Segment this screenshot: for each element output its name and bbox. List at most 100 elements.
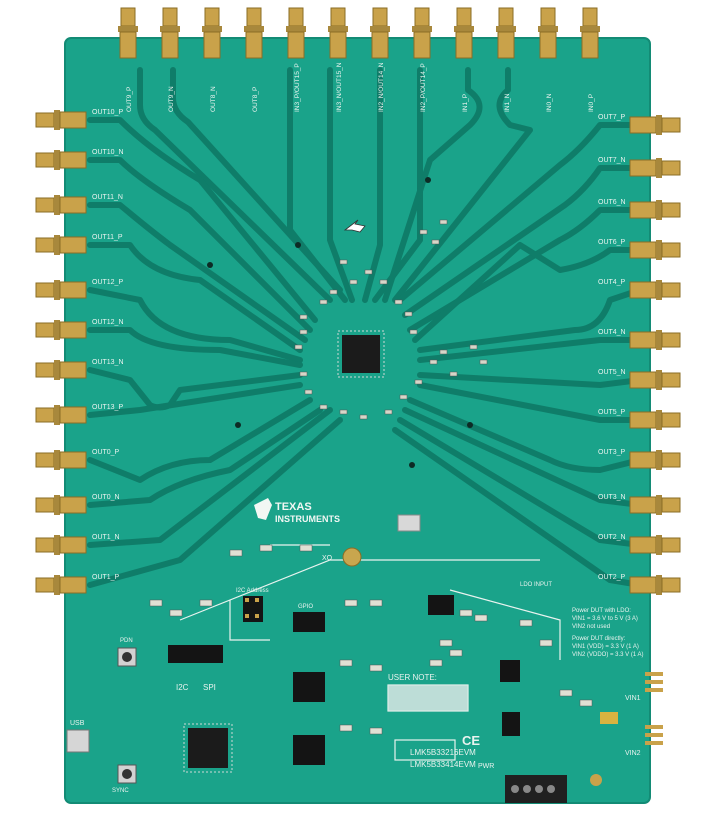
sma-connector-right — [629, 535, 681, 555]
svg-text:VIN2 (VDDO) = 3.3 V (1 A): VIN2 (VDDO) = 3.3 V (1 A) — [572, 652, 644, 658]
sma-connector-top — [580, 7, 600, 59]
right-connector-label: OUT5_N — [598, 369, 626, 376]
right-connector-label: OUT7_P — [598, 114, 626, 121]
sma-connector-top — [370, 7, 390, 59]
top-connector-label: IN3_P/OUT15_P — [294, 63, 301, 112]
xo-trim — [342, 547, 362, 567]
smd-component — [294, 344, 303, 350]
left-connector-label: OUT1_P — [92, 574, 120, 581]
sma-connector-left — [35, 110, 87, 130]
sma-connector-left — [35, 280, 87, 300]
smd-component — [474, 614, 488, 622]
sma-connector-left — [35, 450, 87, 470]
sma-connector-top — [286, 7, 306, 59]
smd-component — [349, 279, 358, 285]
board-name-2: LMK5B33414EVM — [410, 760, 476, 769]
left-connector-label: OUT0_P — [92, 449, 120, 456]
left-connector-label: OUT12_P — [92, 279, 123, 286]
smd-component — [339, 659, 353, 667]
sma-connector-top — [328, 7, 348, 59]
left-connector-label: OUT12_N — [92, 319, 124, 326]
sma-connector-left — [35, 495, 87, 515]
top-connector-label: IN3_N/OUT15_N — [336, 62, 343, 112]
power-terminal-block — [505, 775, 567, 803]
i2c-address-label: I2C Address — [236, 588, 269, 594]
smd-component — [304, 389, 313, 395]
mcu-chip — [188, 728, 228, 768]
top-connector-label: OUT8_P — [252, 87, 259, 112]
smd-component — [369, 599, 383, 607]
smd-component — [419, 229, 428, 235]
right-connector-label: OUT2_N — [598, 534, 626, 541]
smd-component — [319, 299, 328, 305]
svg-text:Power DUT with LDO:: Power DUT with LDO: — [572, 608, 631, 614]
sma-connector-right — [629, 370, 681, 390]
smd-component — [414, 379, 423, 385]
sma-connector-top — [244, 7, 264, 59]
i2c-label: I2C — [176, 683, 189, 692]
vin1-label: VIN1 — [625, 695, 641, 702]
smd-component — [399, 394, 408, 400]
top-connector-label: IN0_P — [588, 94, 595, 112]
top-connector-label: OUT9_P — [126, 87, 133, 112]
config-headers — [168, 595, 520, 765]
smd-component — [299, 329, 308, 335]
sma-connector-right — [629, 158, 681, 178]
sma-connector-top — [496, 7, 516, 59]
smd-component — [229, 549, 243, 557]
smd-component — [409, 329, 418, 335]
smd-component — [384, 409, 393, 415]
sma-connector-right — [629, 495, 681, 515]
smd-component — [339, 409, 348, 415]
sma-connector-top — [538, 7, 558, 59]
right-connector-label: OUT3_N — [598, 494, 626, 501]
sma-connector-right — [629, 200, 681, 220]
top-connector-label: IN1_N — [504, 93, 511, 112]
sma-connector-top — [454, 7, 474, 59]
sma-connector-top — [202, 7, 222, 59]
smd-component — [439, 639, 453, 647]
left-connector-label: OUT0_N — [92, 494, 120, 501]
svg-text:VIN1 (VDD) = 3.3 V (1 A): VIN1 (VDD) = 3.3 V (1 A) — [572, 644, 639, 650]
user-note-box — [388, 685, 468, 711]
smd-component — [369, 664, 383, 672]
smd-component — [469, 344, 478, 350]
svg-text:VIN2 not used: VIN2 not used — [572, 624, 610, 630]
ti-logo: TEXAS INSTRUMENTS — [254, 498, 340, 524]
sma-connector-left — [35, 405, 87, 425]
smd-component — [319, 404, 328, 410]
smd-component — [339, 724, 353, 732]
smd-component — [259, 544, 273, 552]
pcb-board — [65, 38, 650, 803]
top-connector-label: OUT8_N — [210, 86, 217, 112]
right-connector-label: OUT3_P — [598, 449, 626, 456]
smd-component — [339, 259, 348, 265]
sma-connector-right — [629, 330, 681, 350]
board-name-1: LMK5B33216EVM — [410, 748, 476, 757]
sma-connector-left — [35, 535, 87, 555]
sma-connector-left — [35, 575, 87, 595]
logo-line2: INSTRUMENTS — [275, 514, 340, 524]
left-connector-label: OUT11_P — [92, 234, 123, 241]
crystal-oscillator — [397, 514, 421, 532]
smd-component — [199, 599, 213, 607]
smd-component — [394, 299, 403, 305]
smd-component — [329, 289, 338, 295]
smd-component — [369, 727, 383, 735]
sma-connector-right — [629, 450, 681, 470]
sma-connector-top — [412, 7, 432, 59]
right-connector-label: OUT6_N — [598, 199, 626, 206]
smd-component — [344, 599, 358, 607]
left-connectors — [35, 110, 87, 595]
vin2-label: VIN2 — [625, 750, 641, 757]
smd-component — [299, 371, 308, 377]
right-connector-label: OUT4_N — [598, 329, 626, 336]
smd-component — [149, 599, 163, 607]
signal-traces — [87, 67, 643, 588]
sma-connector-right — [629, 280, 681, 300]
smd-component — [364, 269, 373, 275]
right-connector-label: OUT4_P — [598, 279, 626, 286]
passive-components — [149, 219, 593, 735]
pdn-label: PDN — [120, 638, 133, 644]
